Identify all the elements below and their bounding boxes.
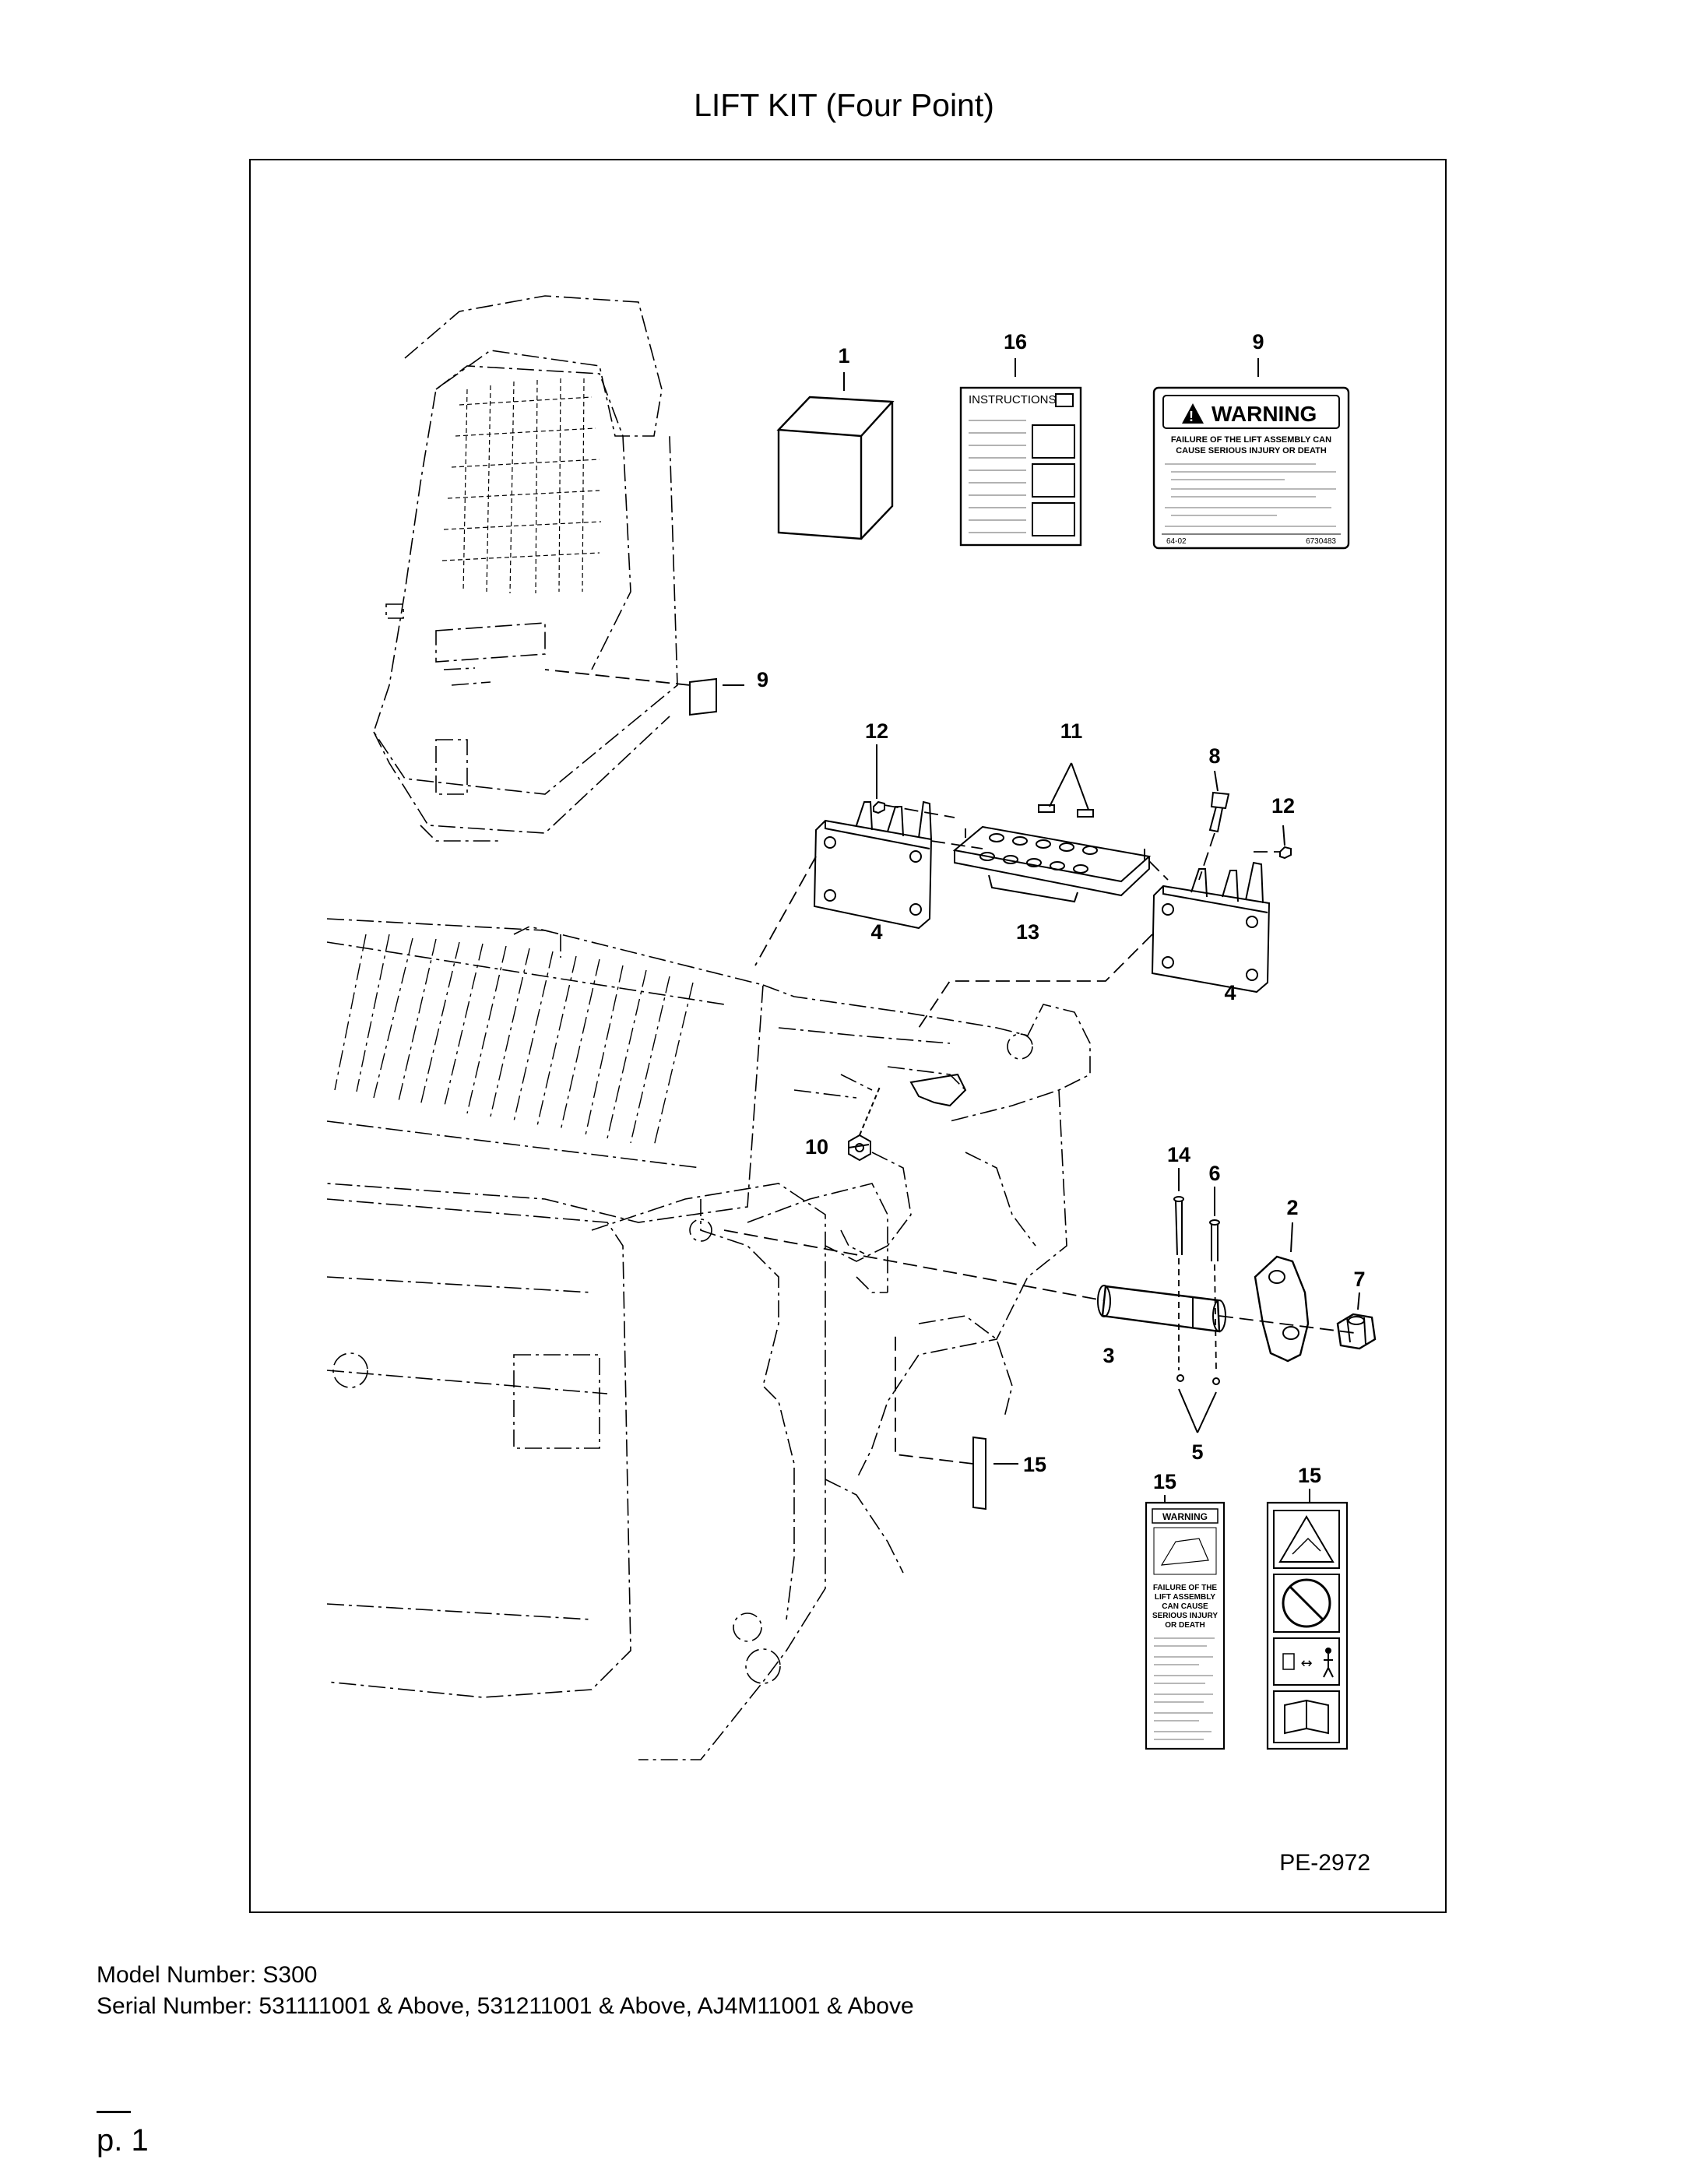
callout-9-cab: 9: [757, 668, 768, 691]
parts-box: [776, 396, 895, 540]
callout-15-arm: 15: [1023, 1453, 1046, 1476]
person-icon: [1325, 1648, 1331, 1654]
callout-4-right: 4: [1224, 981, 1236, 1004]
spacer-plate: [952, 825, 1152, 903]
vertical-decal-body-2: LIFT ASSEMBLY: [1155, 1593, 1215, 1602]
lift-bracket-right: [1151, 861, 1271, 994]
callout-8: 8: [1208, 744, 1220, 768]
pin-centerline-right: [1219, 1315, 1356, 1334]
warning-decal-headline-1: FAILURE OF THE LIFT ASSEMBLY CAN: [1171, 435, 1331, 445]
bracket-left-dash: [884, 804, 983, 849]
warning-decal-headline-2: CAUSE SERIOUS INJURY OR DEATH: [1176, 446, 1327, 455]
page-number: p. 1: [97, 2123, 149, 2158]
lift-bracket-left: [813, 800, 933, 930]
pictorial-decal-vertical: ↔: [1266, 1501, 1349, 1750]
callout-12-left: 12: [865, 719, 888, 743]
link-plate: [1254, 1255, 1310, 1363]
callout-9-decal: 9: [1252, 330, 1264, 353]
callout-1: 1: [838, 344, 849, 368]
callout-11: 11: [1060, 719, 1083, 743]
loader-phantom-outline: [326, 295, 1091, 1760]
hazard-triangle-icon: [1278, 1515, 1335, 1563]
callout-15-warning-decal: 15: [1153, 1470, 1176, 1493]
callout-4-left: 4: [870, 920, 882, 944]
arm-decal: [895, 1331, 1018, 1511]
pivot-pin: [1097, 1285, 1226, 1333]
model-number: Model Number: S300: [97, 1962, 318, 1988]
manual-book-icon: [1284, 1699, 1329, 1735]
cab-decal: [544, 669, 744, 716]
nut-12-left: [873, 800, 885, 814]
warning-decal-footer-right: 6730483: [1306, 537, 1336, 546]
vertical-decal-body-1: FAILURE OF THE: [1153, 1584, 1218, 1592]
callout-5: 5: [1191, 1440, 1203, 1464]
bracket-right-dash: [1148, 832, 1280, 881]
warning-triangle-icon: [1182, 403, 1204, 424]
callout-6: 6: [1208, 1162, 1220, 1185]
short-pin-6: [1209, 1219, 1220, 1371]
long-pin-14: [1173, 1196, 1184, 1370]
page-number-rule: [97, 2111, 131, 2113]
warning-decal-vertical: WARNING FAILURE OF THE LIFT ASSEMBLY CAN…: [1145, 1501, 1226, 1750]
callout-leaders: [843, 358, 1360, 1503]
machine-nut: [848, 1086, 881, 1162]
callout-15-pictorial-decal: 15: [1298, 1464, 1321, 1487]
callout-2: 2: [1286, 1196, 1298, 1219]
bracket-left-leader: [754, 856, 817, 966]
vertical-decal-header: WARNING: [1162, 1511, 1208, 1522]
frame-latch: [909, 1073, 967, 1107]
instructions-sheet: INSTRUCTIONS: [959, 386, 1082, 547]
nut-12-right: [1279, 846, 1292, 860]
vertical-decal-body-3: CAN CAUSE: [1162, 1602, 1208, 1611]
warning-decal-footer-left: 64-02: [1166, 537, 1187, 546]
serial-number: Serial Number: 531111001 & Above, 531211…: [97, 1993, 914, 2019]
warning-decal-header: WARNING: [1211, 402, 1317, 426]
callout-14: 14: [1167, 1143, 1190, 1166]
callout-7: 7: [1353, 1268, 1365, 1291]
warning-decal: ! WARNING FAILURE OF THE LIFT ASSEMBLY C…: [1152, 386, 1350, 550]
page-title: LIFT KIT (Four Point): [694, 87, 994, 123]
castle-nut: [1336, 1313, 1377, 1350]
cotter-5: [1176, 1374, 1220, 1433]
bracket-right-leader: [918, 934, 1153, 1029]
vertical-decal-body-5: OR DEATH: [1165, 1621, 1204, 1630]
diagram-frame: [249, 159, 1447, 1913]
bolt-8: [1208, 791, 1230, 833]
instructions-label: INSTRUCTIONS: [969, 393, 1057, 406]
callout-13: 13: [1016, 920, 1039, 944]
callout-12-right: 12: [1271, 794, 1295, 818]
pin-centerline-left: [723, 1229, 1103, 1301]
vertical-decal-body-4: SERIOUS INJURY: [1152, 1612, 1218, 1620]
callout-16: 16: [1004, 330, 1027, 353]
bolts-11: [1038, 762, 1094, 818]
svg-text:!: !: [1189, 409, 1194, 424]
svg-text:↔: ↔: [1300, 1655, 1312, 1672]
prohibition-icon: [1282, 1578, 1331, 1628]
drawing-reference-number: PE-2972: [1279, 1850, 1370, 1876]
callout-3: 3: [1102, 1344, 1114, 1367]
callout-10: 10: [805, 1135, 828, 1159]
